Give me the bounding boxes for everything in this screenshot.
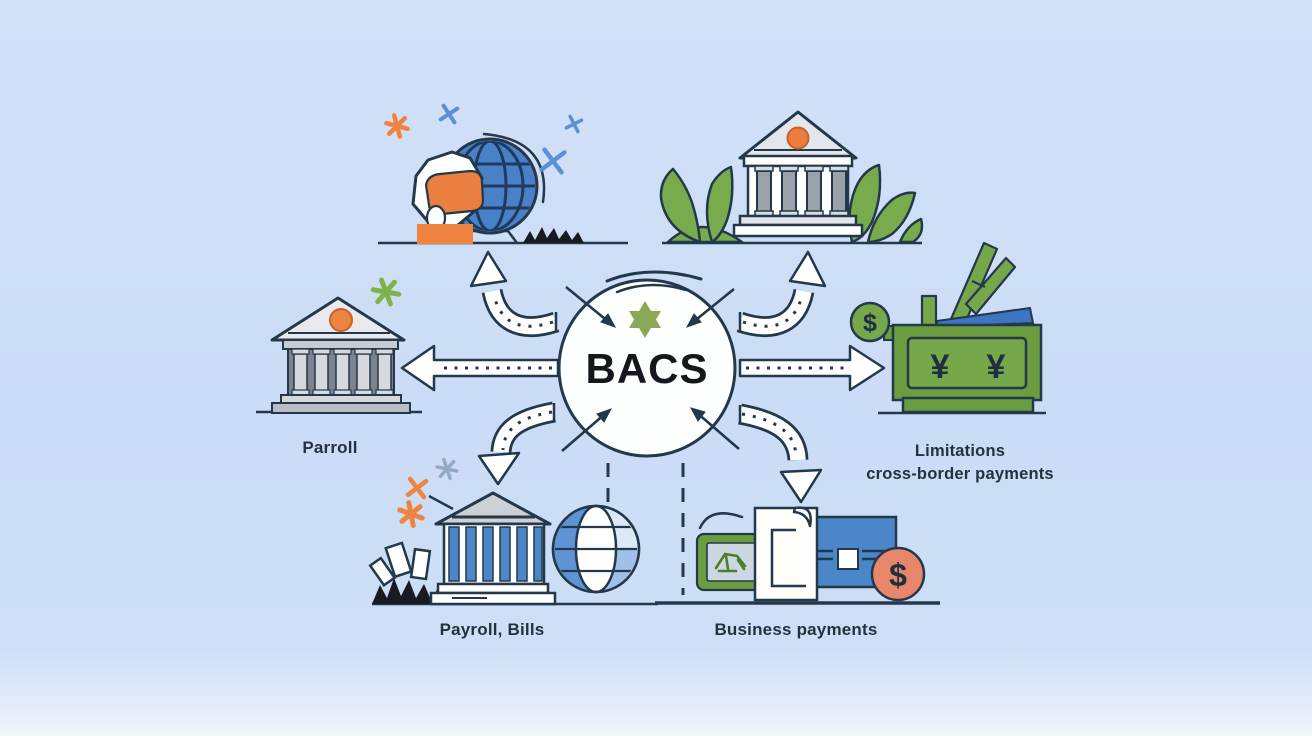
asterisk-mark-orange: [397, 500, 425, 528]
x-mark-orange: [405, 476, 429, 500]
blue-bank-and-globe-icon: [368, 457, 641, 606]
green-star-icon: [629, 301, 661, 338]
label-bottom-right-node: Business payments: [714, 620, 878, 639]
arrow-to-globe: [469, 250, 560, 337]
bank-columns: [291, 348, 394, 396]
x-mark-blue: [438, 103, 460, 125]
payment-coin-symbol: $: [889, 557, 907, 593]
stamp-note-icon: [695, 532, 769, 592]
label-bottom-left-node: Payroll, Bills: [439, 620, 545, 639]
arrow-to-business-payments: [737, 403, 823, 504]
bank-columns-blue: [448, 526, 543, 582]
gray-bank-icon: [270, 277, 411, 414]
asterisk-mark-green: [370, 277, 402, 307]
bacs-title: BACS: [585, 345, 709, 392]
inbound-arrows: [561, 285, 740, 452]
dollar-coin-green: [849, 301, 891, 343]
yen-symbol-right: ¥: [987, 348, 1006, 386]
invoice-document: [753, 506, 819, 602]
asterisk-mark-orange: [384, 113, 410, 139]
label-left-node: Parroll: [302, 438, 358, 457]
arrow-to-wallet: [738, 344, 886, 392]
swoosh-line: [482, 132, 546, 204]
arrow-to-top-bank: [736, 250, 827, 337]
paper-notes: [368, 541, 432, 588]
segmented-globe-icon: [551, 504, 641, 594]
grass-silhouette: [523, 227, 584, 243]
label-limitations: Limitations: [914, 442, 1006, 460]
yen-symbol-left: ¥: [931, 348, 950, 386]
label-right-node: Limitations cross-border payments: [830, 440, 1090, 486]
invoice-card-coin-icon: $: [695, 506, 926, 602]
x-mark-blue: [539, 147, 567, 175]
bank-columns: [754, 165, 849, 217]
label-cross-border: cross-border payments: [866, 465, 1054, 483]
wallet-yen-icon: $ ¥ ¥: [849, 241, 1043, 414]
arrow-to-left-bank: [400, 344, 560, 392]
dollar-coin-icon: [870, 546, 926, 602]
dashed-connectors: [606, 463, 685, 595]
bank-with-plants-icon: [659, 110, 924, 244]
grass-silhouette: [372, 578, 446, 604]
asterisk-mark-gray: [435, 457, 459, 481]
x-mark-blue-small: [564, 114, 584, 134]
wallet-coin-symbol: $: [863, 309, 877, 337]
arrow-to-blue-bank: [477, 401, 557, 486]
globe-with-stamp-icon: [384, 103, 584, 244]
